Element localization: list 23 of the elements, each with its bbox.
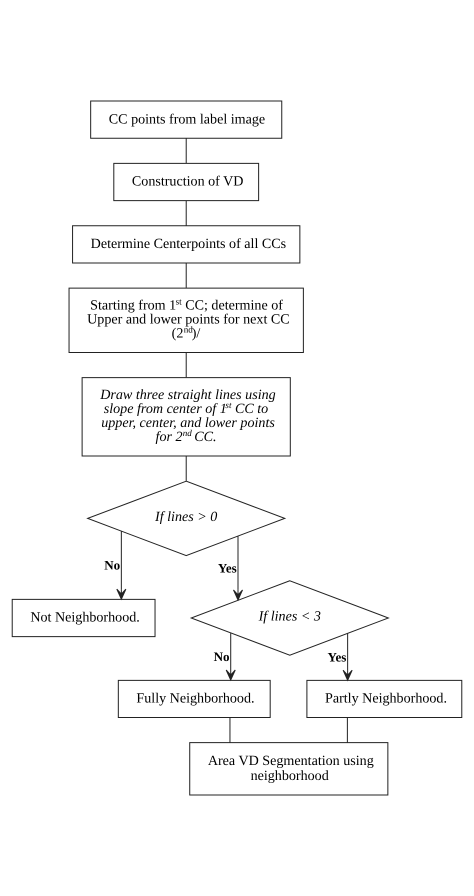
connector <box>186 138 187 164</box>
connector <box>186 263 187 288</box>
edge-label: Yes <box>218 560 237 576</box>
connector <box>229 718 230 742</box>
arrow <box>342 634 353 681</box>
connector <box>346 718 348 742</box>
node-box: Determine Centerpoints of all CCs <box>72 225 300 264</box>
edge-label: No <box>104 558 120 573</box>
arrow <box>232 536 244 600</box>
arrow <box>116 531 126 600</box>
node-box: Construction of VD <box>113 162 260 202</box>
node-box: Fully Neighborhood. <box>118 680 271 718</box>
node-box: Area VD Segmentation using neighborhood <box>189 742 388 796</box>
node-box: Not Neighborhood. <box>12 598 156 638</box>
connector <box>186 352 187 378</box>
node-box: CC points from label image <box>90 100 282 139</box>
connector <box>186 200 187 226</box>
node-box: Draw three straight lines using slope from center of 1$^{st}$ CC to upper, center, and lower points for 2$^{nd}$ CC. <box>82 377 291 457</box>
node-diamond: If lines > 0 <box>86 480 286 556</box>
node-box: Partly Neighborhood. <box>306 680 462 718</box>
arrow <box>226 633 236 681</box>
connector <box>186 456 187 481</box>
node-box: Starting from 1$^{st}$ CC; determine of Upper and lower points for next CC (2$^{nd}$)/ <box>68 288 304 353</box>
